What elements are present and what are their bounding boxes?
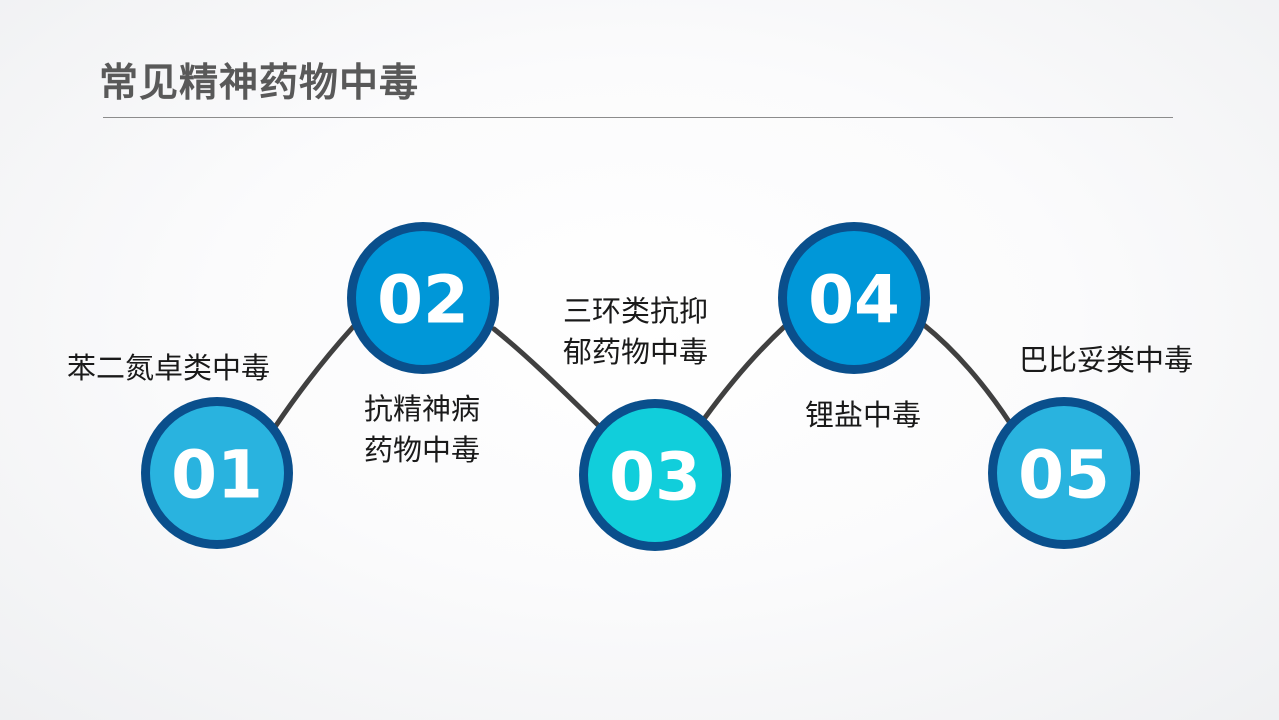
step-03-label-line: 三环类抗抑 — [563, 294, 709, 328]
step-01-label: 苯二氮卓类中毒 — [67, 348, 270, 389]
connector-03-04 — [701, 324, 787, 422]
step-03-number: 03 — [609, 439, 701, 516]
connector-lines — [272, 322, 1013, 431]
connector-01-02 — [272, 324, 356, 430]
step-03-circle: 03 — [579, 399, 731, 551]
step-04-circle: 04 — [778, 222, 930, 374]
step-02-label-line: 抗精神病 — [364, 392, 481, 426]
step-03-label: 三环类抗抑郁药物中毒 — [563, 291, 708, 373]
step-02-label-line: 药物中毒 — [364, 433, 481, 467]
step-02-circle: 02 — [347, 222, 499, 374]
step-02-fill — [356, 231, 490, 365]
step-01-circle: 01 — [141, 397, 293, 549]
step-05-fill — [997, 406, 1131, 540]
step-04-label: 锂盐中毒 — [805, 395, 921, 436]
step-04-number: 04 — [808, 262, 900, 339]
step-03-fill — [588, 408, 722, 542]
step-02-label: 抗精神病药物中毒 — [364, 389, 480, 471]
step-05-label-line: 巴比妥类中毒 — [1019, 343, 1194, 377]
step-01-number: 01 — [171, 437, 263, 514]
step-05-number: 05 — [1018, 437, 1110, 514]
step-04-label-line: 锂盐中毒 — [805, 398, 922, 432]
step-02-number: 02 — [377, 262, 469, 339]
connector-02-03 — [491, 326, 604, 431]
step-05-label: 巴比妥类中毒 — [1019, 340, 1193, 381]
step-05-circle: 05 — [988, 397, 1140, 549]
step-03-label-line: 郁药物中毒 — [563, 335, 709, 369]
slide-title: 常见精神药物中毒 — [99, 61, 420, 106]
title-divider — [103, 117, 1173, 118]
connector-04-05 — [921, 322, 1013, 426]
step-circles: 01 02 03 04 05 — [141, 222, 1140, 551]
step-01-label-line: 苯二氮卓类中毒 — [67, 351, 271, 385]
step-04-fill — [787, 231, 921, 365]
step-01-fill — [150, 406, 284, 540]
